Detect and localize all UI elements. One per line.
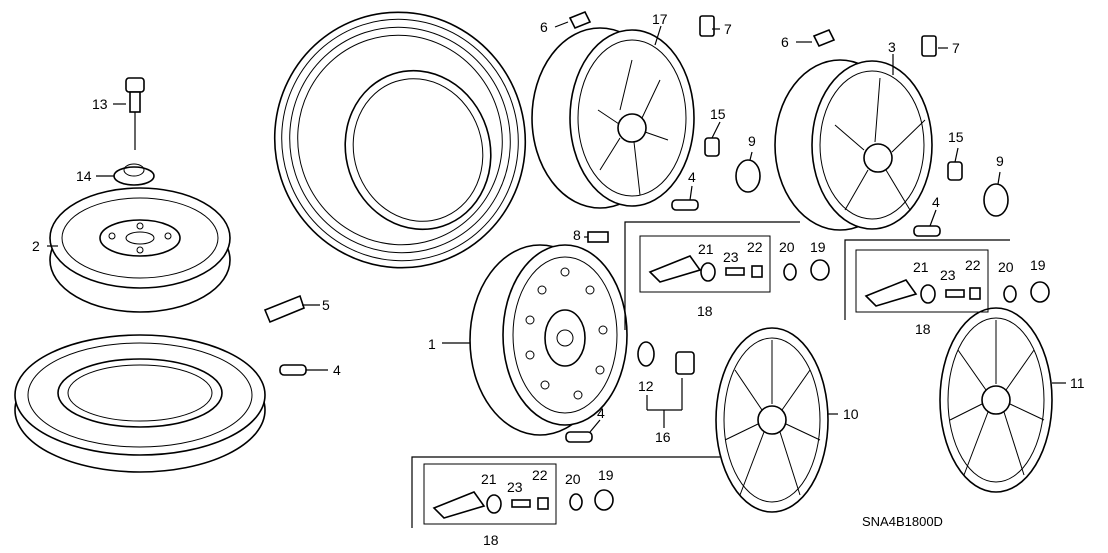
- callout-23-c: 23: [507, 479, 523, 495]
- center-cap-9a: [735, 159, 761, 193]
- wheel-cover-10: [715, 327, 829, 513]
- callout-2: 2: [32, 238, 40, 254]
- callout-21-b: 21: [913, 259, 929, 275]
- callout-4-b: 4: [932, 194, 940, 210]
- callout-20-b: 20: [998, 259, 1014, 275]
- callout-18-b: 18: [915, 321, 931, 337]
- weight-7a: [699, 15, 715, 37]
- callout-15-b: 15: [948, 129, 964, 145]
- callout-7-b: 7: [952, 40, 960, 56]
- callout-20-c: 20: [565, 471, 581, 487]
- callout-9-a: 9: [748, 133, 756, 149]
- center-cap-9b: [983, 183, 1009, 217]
- callout-19-b: 19: [1030, 257, 1046, 273]
- callout-14: 14: [76, 168, 92, 184]
- leader-lines: [47, 21, 1066, 433]
- weight-6a: [568, 10, 592, 30]
- callout-20-a: 20: [779, 239, 795, 255]
- spare-wheel: [49, 187, 231, 313]
- grommet-12: [637, 341, 655, 367]
- callout-13: 13: [92, 96, 108, 112]
- callout-21-a: 21: [698, 241, 714, 257]
- callout-1: 1: [428, 336, 436, 352]
- callout-12: 12: [638, 378, 654, 394]
- alloy-wheel-3: [774, 59, 933, 231]
- valve-4c: [279, 364, 307, 376]
- hold-down-14: [113, 163, 155, 186]
- nut-16: [675, 351, 695, 375]
- diagram-code: SNA4B1800D: [862, 514, 943, 529]
- tire-large: [273, 11, 527, 269]
- callout-17: 17: [652, 11, 668, 27]
- callout-19-a: 19: [810, 239, 826, 255]
- callout-22-b: 22: [965, 257, 981, 273]
- section-brackets: [411, 221, 1010, 528]
- callout-18-c: 18: [483, 532, 499, 548]
- valve-cap-13: [125, 77, 145, 150]
- tpms-box-b: [855, 249, 1050, 313]
- callout-23-b: 23: [940, 267, 956, 283]
- callout-4-c: 4: [333, 362, 341, 378]
- tpms-box-c: [423, 463, 614, 525]
- valve-4a: [671, 199, 699, 211]
- lug-nut-15a: [704, 137, 720, 157]
- valve-4d: [565, 431, 593, 443]
- wheel-cover-11: [939, 307, 1053, 493]
- steel-wheel: [469, 244, 628, 436]
- alloy-wheel-17: [531, 27, 695, 209]
- weight-7b: [921, 35, 937, 57]
- callout-5: 5: [322, 297, 330, 313]
- callout-9-b: 9: [996, 153, 1004, 169]
- callout-10: 10: [843, 406, 859, 422]
- callout-15-a: 15: [710, 106, 726, 122]
- callout-22-a: 22: [747, 239, 763, 255]
- callout-18-a: 18: [697, 303, 713, 319]
- lug-nut-15b: [947, 161, 963, 181]
- label-5: [263, 294, 305, 324]
- spare-tire: [14, 334, 266, 473]
- valve-4b: [913, 225, 941, 237]
- callout-6-a: 6: [540, 19, 548, 35]
- callout-4-d: 4: [597, 405, 605, 421]
- weight-6b: [812, 28, 836, 48]
- callout-6-b: 6: [781, 34, 789, 50]
- callout-23-a: 23: [723, 249, 739, 265]
- callout-3: 3: [888, 39, 896, 55]
- tpms-box-a: [639, 235, 830, 293]
- callout-labels: 1 2 3 4 4 4 4 5 6 6 7 7 8 9 9 10 11 12 1…: [32, 11, 1085, 548]
- callout-11: 11: [1070, 375, 1085, 391]
- callout-4-a: 4: [688, 169, 696, 185]
- clip-8: [587, 231, 609, 243]
- callout-19-c: 19: [598, 467, 614, 483]
- callout-22-c: 22: [532, 467, 548, 483]
- callout-8: 8: [573, 227, 581, 243]
- callout-7-a: 7: [724, 21, 732, 37]
- callout-16: 16: [655, 429, 671, 445]
- callout-21-c: 21: [481, 471, 497, 487]
